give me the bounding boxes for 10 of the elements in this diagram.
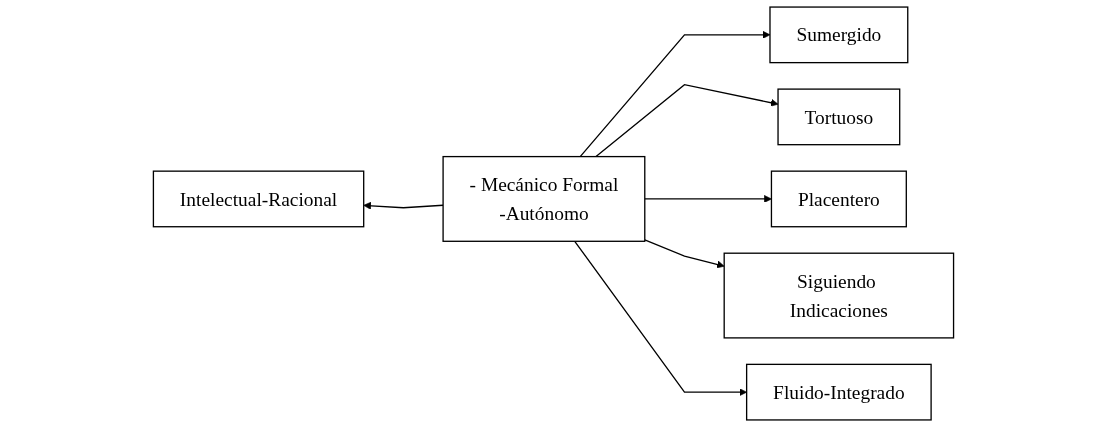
node-box: Placentero xyxy=(770,170,907,228)
arrow xyxy=(594,83,778,158)
arrow xyxy=(573,240,747,397)
node-box: Sumergido xyxy=(768,6,908,64)
node-box: Intelectual-Racional xyxy=(152,170,364,228)
node-box: Fluido-Integrado xyxy=(745,363,932,421)
node-box: Tortuoso xyxy=(776,88,900,146)
node-box: - Mecánico Formal -Autónomo xyxy=(441,155,645,242)
arrow xyxy=(579,30,770,158)
node-box: Siguiendo Indicaciones xyxy=(723,252,954,339)
